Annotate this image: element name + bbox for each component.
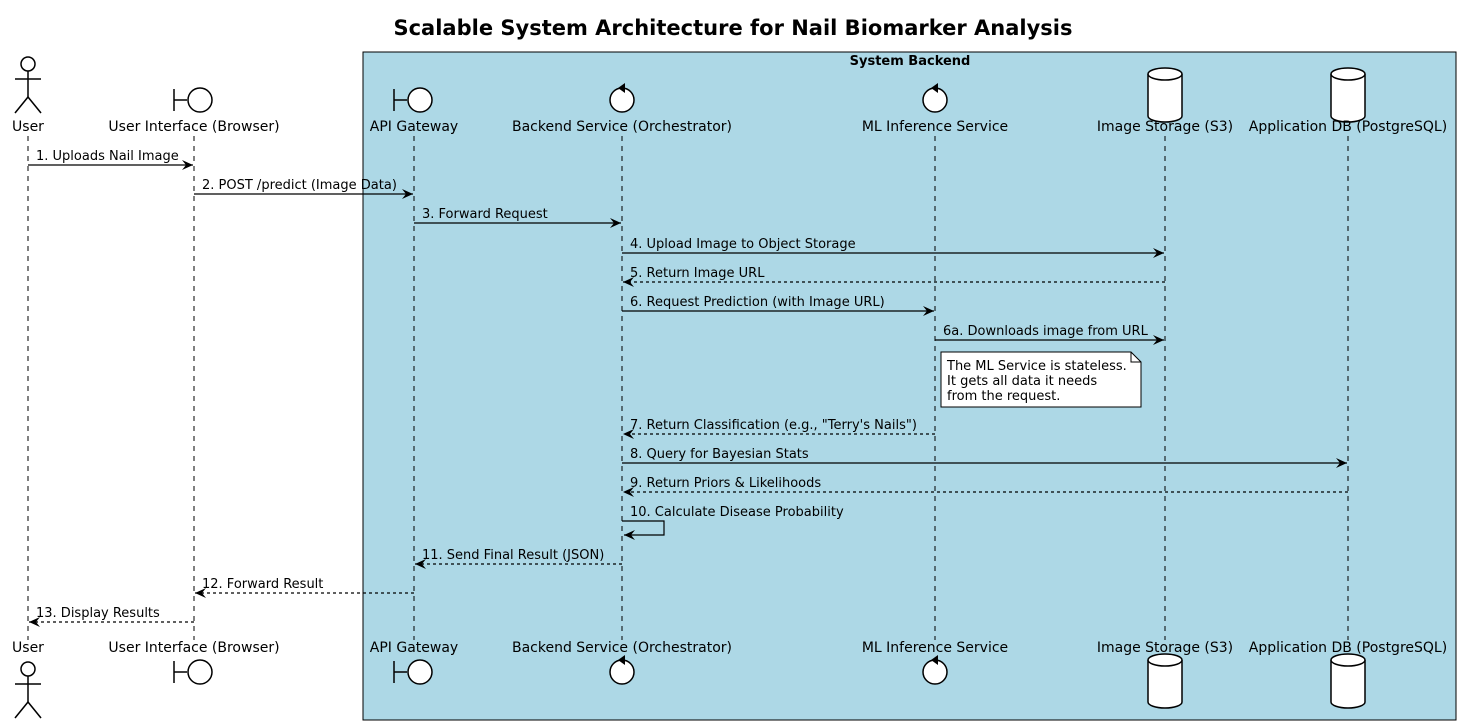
participant-label: API Gateway (370, 640, 458, 656)
message-3: 3. Forward Request (414, 207, 621, 228)
participant-ui-footer: User Interface (Browser) (108, 640, 280, 685)
database-icon (1147, 67, 1183, 123)
participant-label: ML Inference Service (862, 640, 1008, 656)
participant-gw-footer: API Gateway (370, 640, 458, 685)
participant-gw: API Gateway (370, 87, 458, 135)
boundary-icon (393, 87, 433, 113)
participant-label: Application DB (PostgreSQL) (1249, 119, 1447, 135)
system-backend-label: System Backend (850, 54, 971, 69)
message-4: 4. Upload Image to Object Storage (622, 237, 1164, 258)
participant-s3-footer: Image Storage (S3) (1097, 640, 1233, 709)
participant-label: API Gateway (370, 119, 458, 135)
control-icon (922, 83, 948, 113)
boundary-icon (393, 659, 433, 685)
participant-label: User (12, 119, 44, 135)
message-label: 3. Forward Request (422, 207, 548, 222)
message-label: 1. Uploads Nail Image (36, 149, 179, 164)
participant-label: Backend Service (Orchestrator) (512, 640, 732, 656)
message-label: 12. Forward Result (202, 577, 323, 592)
participant-ml: ML Inference Service (862, 83, 1008, 135)
participant-ui: User Interface (Browser) (108, 87, 280, 135)
message-2: 2. POST /predict (Image Data) (194, 178, 413, 199)
participant-label: Image Storage (S3) (1097, 119, 1233, 135)
database-icon (1330, 67, 1366, 123)
database-icon (1147, 653, 1183, 709)
note-line: It gets all data it needs (947, 374, 1097, 389)
participant-db-footer: Application DB (PostgreSQL) (1249, 640, 1447, 709)
message-6: 6. Request Prediction (with Image URL) (622, 295, 934, 316)
message-9: 8. Query for Bayesian Stats (622, 447, 1347, 468)
message-10: 9. Return Priors & Likelihoods (623, 476, 1348, 497)
participants-bottom: User User Interface (Browser) API Gateway B… (12, 640, 1447, 719)
participant-s3: Image Storage (S3) (1097, 67, 1233, 135)
participant-user-footer: User (12, 640, 44, 719)
database-icon (1330, 653, 1366, 709)
participant-label: Application DB (PostgreSQL) (1249, 640, 1447, 656)
message-5: 5. Return Image URL (623, 266, 1165, 287)
participant-ml-footer: ML Inference Service (862, 640, 1008, 685)
message-label: 6a. Downloads image from URL (943, 324, 1149, 339)
participant-backend-footer: Backend Service (Orchestrator) (512, 640, 732, 685)
message-label: 8. Query for Bayesian Stats (630, 447, 809, 462)
message-label: 5. Return Image URL (630, 266, 765, 281)
actor-icon (14, 56, 42, 114)
participant-db: Application DB (PostgreSQL) (1249, 67, 1447, 135)
participant-label: ML Inference Service (862, 119, 1008, 135)
participant-label: User Interface (Browser) (108, 119, 279, 135)
boundary-icon (173, 659, 213, 685)
message-label: 10. Calculate Disease Probability (630, 505, 844, 520)
message-12: 11. Send Final Result (JSON) (415, 548, 622, 569)
message-label: 4. Upload Image to Object Storage (630, 237, 856, 252)
message-label: 7. Return Classification (e.g., "Terry's… (630, 418, 917, 433)
diagram-title: Scalable System Architecture for Nail Bi… (393, 16, 1072, 40)
note-line: The ML Service is stateless. (946, 359, 1127, 374)
participant-backend: Backend Service (Orchestrator) (512, 83, 732, 135)
ml-service-note: The ML Service is stateless. It gets all… (940, 351, 1142, 408)
self-message-arrow (622, 520, 665, 540)
participant-label: Image Storage (S3) (1097, 640, 1233, 656)
control-icon (609, 83, 635, 113)
message-label: 2. POST /predict (Image Data) (202, 178, 397, 193)
messages: 1. Uploads Nail Image 2. POST /predict (I… (28, 149, 1348, 627)
participant-label: User Interface (Browser) (108, 640, 279, 656)
message-13: 12. Forward Result (195, 577, 414, 598)
participant-label: User (12, 640, 44, 656)
message-7: 6a. Downloads image from URL (935, 324, 1164, 345)
control-icon (609, 655, 635, 685)
actor-icon (14, 661, 42, 719)
message-1: 1. Uploads Nail Image (28, 149, 193, 170)
message-label: 11. Send Final Result (JSON) (422, 548, 604, 563)
participant-label: Backend Service (Orchestrator) (512, 119, 732, 135)
lifelines (27, 136, 1349, 640)
boundary-icon (173, 87, 213, 113)
system-backend-box (362, 51, 1457, 721)
participants-top: User User Interface (Browser) API Gateway B… (12, 56, 1447, 135)
participant-user: User (12, 56, 44, 135)
message-14: 13. Display Results (29, 606, 194, 627)
message-8: 7. Return Classification (e.g., "Terry's… (623, 418, 935, 439)
control-icon (922, 655, 948, 685)
message-label: 9. Return Priors & Likelihoods (630, 476, 821, 491)
note-line: from the request. (947, 389, 1060, 404)
message-label: 13. Display Results (36, 606, 160, 621)
message-label: 6. Request Prediction (with Image URL) (630, 295, 885, 310)
message-11: 10. Calculate Disease Probability (622, 505, 844, 540)
